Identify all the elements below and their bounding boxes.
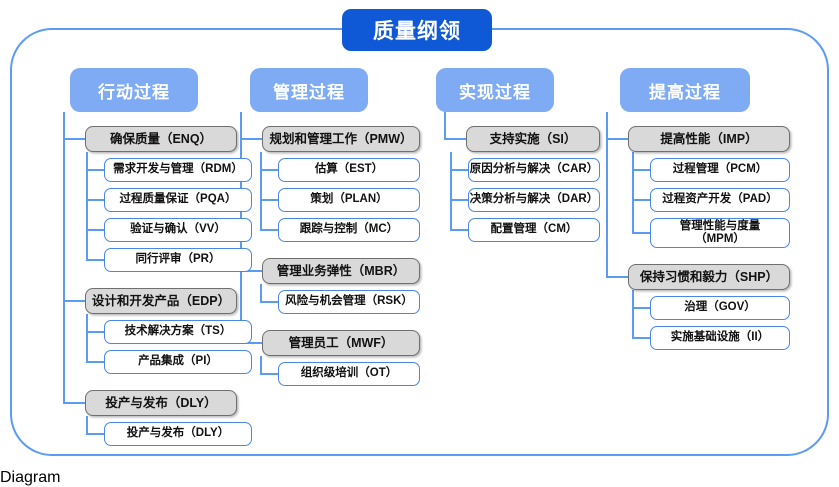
leaf-node[interactable]: 产品集成（PI） bbox=[104, 350, 252, 374]
leaf-node[interactable]: 原因分析与解决（CAR） bbox=[468, 158, 600, 182]
connector-trunk-to-group bbox=[63, 402, 85, 404]
connector-branch-to-leaf bbox=[260, 169, 278, 171]
connector-trunk-to-group bbox=[240, 342, 262, 344]
connector-branch-to-leaf bbox=[632, 232, 650, 234]
group-node[interactable]: 保持习惯和毅力（SHP） bbox=[628, 264, 790, 290]
connector-group-branch bbox=[260, 356, 262, 374]
connector-branch-to-leaf bbox=[86, 433, 104, 435]
leaf-node[interactable]: 投产与发布（DLY） bbox=[104, 422, 252, 446]
leaf-node[interactable]: 组织级培训（OT） bbox=[278, 362, 420, 386]
connector-branch-to-leaf bbox=[450, 169, 468, 171]
connector-trunk-to-group bbox=[63, 300, 85, 302]
connector-column-trunk bbox=[444, 112, 446, 139]
group-node[interactable]: 规划和管理工作（PMW） bbox=[262, 126, 420, 152]
column-header-2[interactable]: 管理过程 bbox=[250, 68, 368, 112]
connector-group-branch bbox=[450, 152, 452, 230]
connector-branch-to-leaf bbox=[86, 259, 104, 261]
connector-branch-to-leaf bbox=[632, 307, 650, 309]
connector-group-branch bbox=[260, 284, 262, 302]
connector-branch-to-leaf bbox=[632, 199, 650, 201]
column-header-1[interactable]: 行动过程 bbox=[70, 68, 198, 112]
leaf-node[interactable]: 跟踪与控制（MC） bbox=[278, 218, 420, 242]
connector-trunk-to-group bbox=[240, 138, 262, 140]
connector-column-trunk bbox=[606, 112, 608, 277]
leaf-node[interactable]: 技术解决方案（TS） bbox=[104, 320, 252, 344]
group-node[interactable]: 投产与发布（DLY） bbox=[85, 390, 237, 416]
group-node[interactable]: 支持实施（SI） bbox=[466, 126, 600, 152]
connector-group-branch bbox=[632, 152, 634, 233]
leaf-node[interactable]: 同行评审（PR） bbox=[104, 248, 252, 272]
leaf-node[interactable]: 风险与机会管理（RSK） bbox=[278, 290, 420, 314]
connector-branch-to-leaf bbox=[260, 229, 278, 231]
column-header-3[interactable]: 实现过程 bbox=[436, 68, 554, 112]
connector-branch-to-leaf bbox=[86, 361, 104, 363]
connector-group-branch bbox=[632, 290, 634, 338]
connector-trunk-to-group bbox=[606, 276, 628, 278]
connector-branch-to-leaf bbox=[86, 169, 104, 171]
leaf-node[interactable]: 策划（PLAN） bbox=[278, 188, 420, 212]
connector-branch-to-leaf bbox=[260, 373, 278, 375]
connector-trunk-to-group bbox=[606, 138, 628, 140]
leaf-node[interactable]: 估算（EST） bbox=[278, 158, 420, 182]
group-node[interactable]: 确保质量（ENQ） bbox=[85, 126, 237, 152]
connector-branch-to-leaf bbox=[260, 199, 278, 201]
connector-branch-to-leaf bbox=[450, 199, 468, 201]
connector-branch-to-leaf bbox=[632, 337, 650, 339]
connector-branch-to-leaf bbox=[632, 169, 650, 171]
group-node[interactable]: 设计和开发产品（EDP） bbox=[85, 288, 237, 314]
leaf-node[interactable]: 过程管理（PCM） bbox=[650, 158, 790, 182]
connector-trunk-to-group bbox=[444, 138, 466, 140]
connector-branch-to-leaf bbox=[450, 229, 468, 231]
leaf-node[interactable]: 需求开发与管理（RDM） bbox=[104, 158, 252, 182]
leaf-node[interactable]: 管理性能与度量（MPM） bbox=[650, 218, 790, 248]
group-node[interactable]: 管理员工（MWF） bbox=[262, 330, 420, 356]
connector-column-trunk bbox=[63, 112, 65, 403]
root-title: 质量纲领 bbox=[342, 9, 492, 51]
diagram-canvas: 质量纲领 行动过程确保质量（ENQ） 需求开发与管理（RDM） 过程质量保证（PQA… bbox=[10, 9, 829, 456]
connector-trunk-to-group bbox=[240, 270, 262, 272]
leaf-node[interactable]: 实施基础设施（II） bbox=[650, 326, 790, 350]
connector-group-branch bbox=[86, 416, 88, 434]
connector-branch-to-leaf bbox=[86, 331, 104, 333]
connector-group-branch bbox=[86, 314, 88, 362]
group-node[interactable]: 管理业务弹性（MBR） bbox=[262, 258, 420, 284]
group-node[interactable]: 提高性能（IMP） bbox=[628, 126, 790, 152]
leaf-node[interactable]: 决策分析与解决（DAR） bbox=[468, 188, 600, 212]
connector-branch-to-leaf bbox=[86, 199, 104, 201]
column-header-4[interactable]: 提高过程 bbox=[620, 68, 750, 112]
connector-branch-to-leaf bbox=[86, 229, 104, 231]
leaf-node[interactable]: 过程资产开发（PAD） bbox=[650, 188, 790, 212]
connector-group-branch bbox=[260, 152, 262, 230]
leaf-node[interactable]: 验证与确认（VV） bbox=[104, 218, 252, 242]
leaf-node[interactable]: 过程质量保证（PQA） bbox=[104, 188, 252, 212]
leaf-node[interactable]: 配置管理（CM） bbox=[468, 218, 600, 242]
connector-branch-to-leaf bbox=[260, 301, 278, 303]
connector-trunk-to-group bbox=[63, 138, 85, 140]
connector-group-branch bbox=[86, 152, 88, 260]
leaf-node[interactable]: 治理（GOV） bbox=[650, 296, 790, 320]
